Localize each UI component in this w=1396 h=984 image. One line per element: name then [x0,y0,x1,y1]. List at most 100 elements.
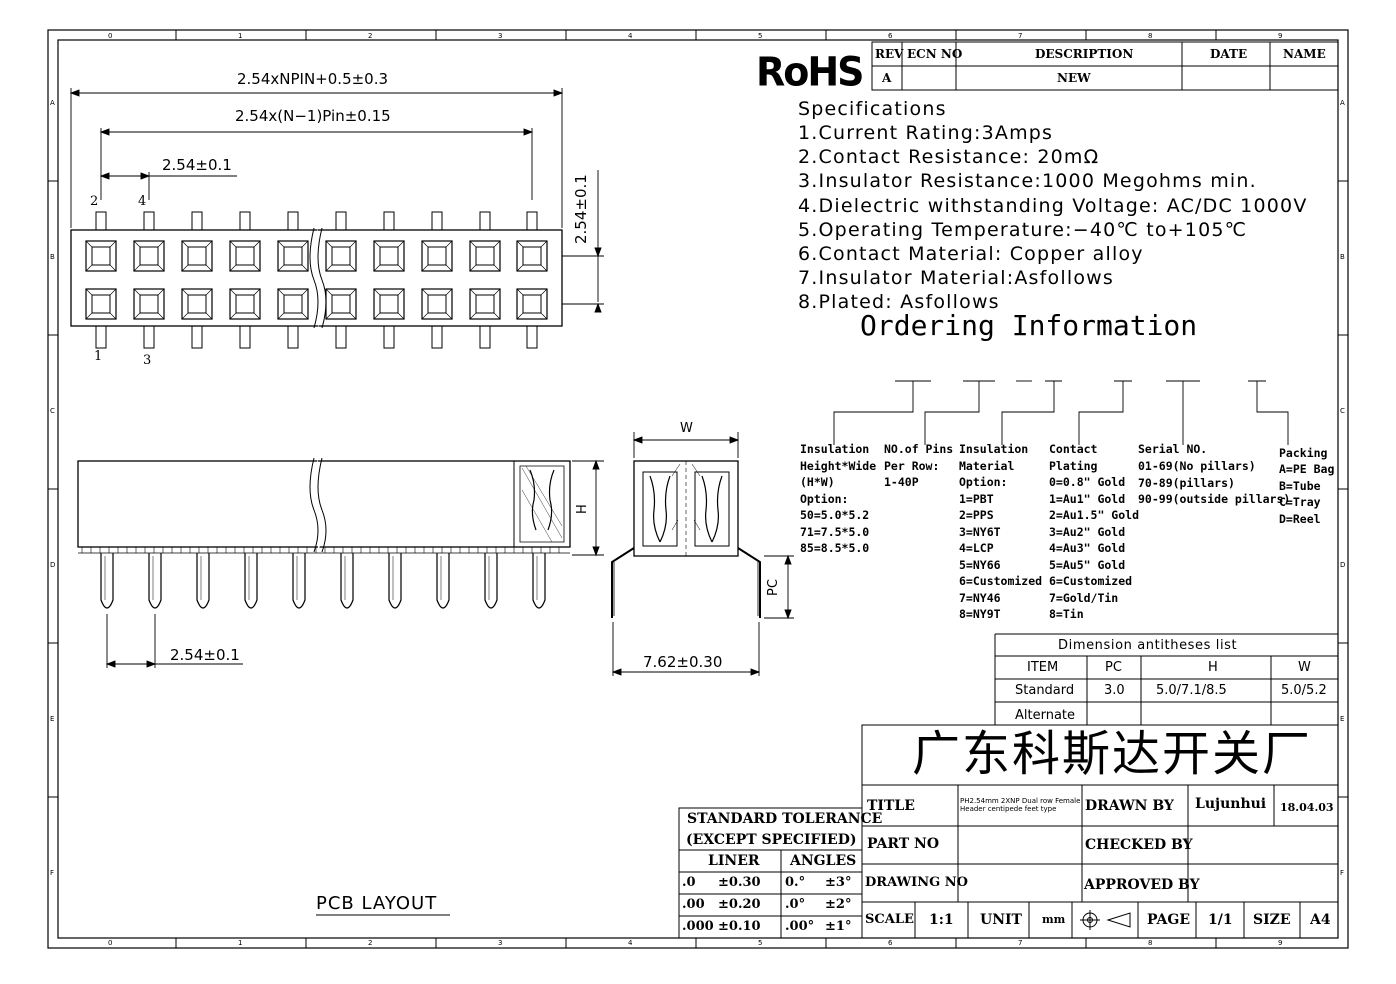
side-pin [388,553,402,609]
option-insulation-height-body: (H*W) Option: 50=5.0*5.2 71=7.5*5.0 85=8… [800,475,870,555]
drawn-date: 18.04.03 [1280,801,1334,814]
side-pin [340,553,354,609]
top-pin-lead [335,211,347,231]
socket-chamfer [277,240,309,272]
socket-chamfer [181,240,213,272]
socket-chamfer [229,240,261,272]
bottom-pin-lead [335,325,347,349]
unit-label: UNIT [980,912,1022,928]
socket-cell [373,240,405,272]
option-insulation-height-heading: Insulation Height*Wide [800,442,877,473]
socket-contact [475,246,495,266]
socket-chamfer [516,240,548,272]
bottom-pin-lead [287,325,299,349]
dim-header-item: ITEM [1027,660,1059,675]
frame-row-label: D [1340,561,1346,569]
frame-row-label: D [50,561,56,569]
tolerance-title-2: (EXCEPT SPECIFIED) [686,832,857,848]
frame-row-label: C [1340,407,1345,415]
frame-column-label: 1 [238,32,243,40]
frame-column-label: 9 [1278,939,1283,947]
spec-item: 3.Insulator Resistance:1000 Megohms min. [798,170,1257,192]
revision-table-lines [871,41,1339,91]
socket-chamfer [325,240,357,272]
frame-column-label: 0 [108,939,113,947]
bottom-pin-lead [191,325,203,349]
company-name: 广东科斯达开关厂 [912,726,1313,782]
ordering-leaders [833,380,1289,445]
date-header: DATE [1210,47,1248,61]
dim-pitch-bottom: 2.54±0.1 [170,646,240,664]
top-pin-lead [95,211,107,231]
socket-cell [516,240,548,272]
frame-column-label: 7 [1018,32,1023,40]
socket-cell [373,288,405,320]
side-pin [436,553,450,609]
end-dimensions [611,432,794,676]
socket-chamfer [85,240,117,272]
tolerance-cell: ±2° [825,897,852,912]
socket-contact [379,246,399,266]
frame-column-label: 4 [628,939,633,947]
option-serial-heading: Serial NO. [1138,442,1208,456]
tolerance-cell: ±3° [825,875,852,890]
top-pin-lead [191,211,203,231]
top-view [70,211,563,349]
dim-width: W [680,421,693,436]
option-pins-body: 1-40P [884,475,919,489]
tolerance-cell: ±1° [825,919,852,934]
socket-chamfer [516,288,548,320]
bottom-pin-lead [383,325,395,349]
pin-label-2: 2 [90,194,99,209]
scale-value: 1:1 [929,912,954,928]
frame-row-label: E [1340,715,1345,723]
tolerance-cell: ±0.10 [718,919,761,934]
socket-cell [229,288,261,320]
spec-item: 7.Insulator Material:Asfollows [798,267,1114,289]
socket-cell [133,240,165,272]
tolerance-cell: .0 [682,875,696,890]
socket-cell [421,288,453,320]
top-pin-lead [526,211,538,231]
socket-contact [379,294,399,314]
side-pin [196,553,210,609]
title-block-lines [861,724,1339,939]
socket-contact [427,246,447,266]
tolerance-cell: 0.° [785,875,806,890]
spec-item: 1.Current Rating:3Amps [798,122,1054,144]
frame-column-label: 0 [108,32,113,40]
description-header: DESCRIPTION [1035,47,1134,61]
top-dimensions [69,88,604,313]
top-pin-lead [287,211,299,231]
side-pin [484,553,498,609]
dimension-table-lines [994,633,1338,725]
side-pin [532,553,546,609]
socket-chamfer [373,288,405,320]
top-pin-lead [479,211,491,231]
bottom-pin-lead [526,325,538,349]
socket-cell [469,240,501,272]
dimension-list-title: Dimension antitheses list [1058,638,1238,653]
side-pin [100,553,114,609]
spec-item: 8.Plated: Asfollows [798,291,1000,313]
frame-row-label: F [1340,869,1345,877]
socket-cell [469,288,501,320]
frame-column-label: 9 [1278,32,1283,40]
dim-pin-span: 2.54x(N−1)Pin±0.15 [235,107,391,125]
socket-contact [91,294,111,314]
socket-cell [181,240,213,272]
socket-contact [283,294,303,314]
socket-chamfer [421,288,453,320]
frame-ticks [48,30,1348,948]
socket-contact [91,246,111,266]
rev-value: A [882,71,892,85]
pin-label-1: 1 [94,349,103,364]
frame-column-label: 3 [498,32,503,40]
socket-contact [522,246,542,266]
bottom-pin-lead [239,325,251,349]
unit-value: mm [1042,913,1066,926]
bottom-pin-lead [95,325,107,349]
socket-cell [181,288,213,320]
socket-chamfer [277,288,309,320]
